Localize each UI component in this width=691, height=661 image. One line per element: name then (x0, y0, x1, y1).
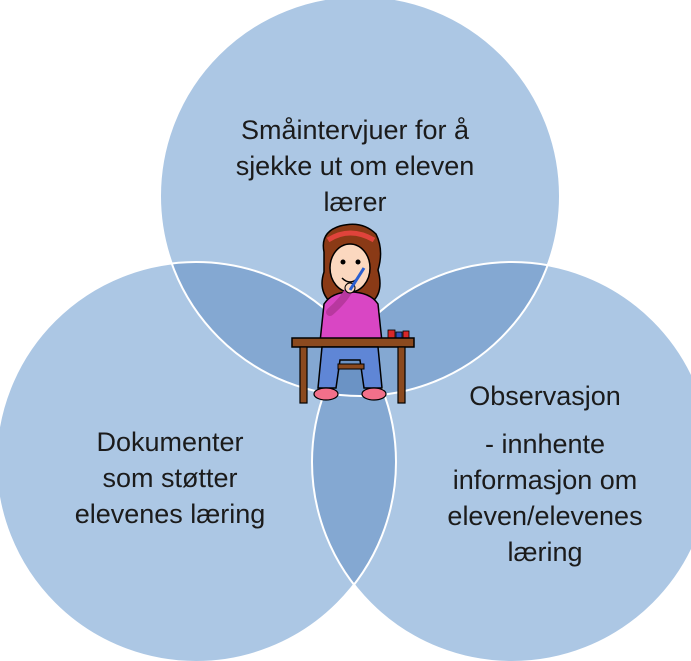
overlap-top-right (312, 262, 560, 396)
overlap-top-left (160, 262, 396, 396)
girl-at-desk-illustration (291, 223, 415, 404)
label-left-circle: Dokumenter som støtter elevenes læring (40, 424, 300, 532)
label-right-line-1: - innhente (484, 429, 606, 459)
label-right-spacer (405, 414, 685, 426)
label-top-line-2: sjekke ut om eleven (235, 151, 475, 181)
pencil-icon (348, 267, 366, 291)
label-right-circle: Observasjon - innhente informasjon om el… (405, 378, 685, 570)
label-left-line-2: som støtter (102, 463, 238, 493)
label-left-line-3: elevenes læring (74, 499, 266, 529)
label-top-line-1: Småintervjuer for å (240, 115, 470, 145)
label-top-circle: Småintervjuer for å sjekke ut om eleven … (190, 112, 520, 220)
circle-top-outline (159, 0, 561, 397)
circle-left-outline (0, 261, 397, 661)
circle-right-outline (311, 261, 691, 661)
desk-icon (291, 337, 415, 348)
label-top-line-3: lærer (323, 187, 387, 217)
label-right-line-3: eleven/elevenes (447, 501, 643, 531)
label-right-line-4: læring (507, 537, 583, 567)
label-right-title: Observasjon (469, 381, 621, 411)
label-right-line-2: informasjon om (452, 465, 638, 495)
sweater-icon (319, 291, 383, 343)
label-left-line-1: Dokumenter (96, 427, 244, 457)
